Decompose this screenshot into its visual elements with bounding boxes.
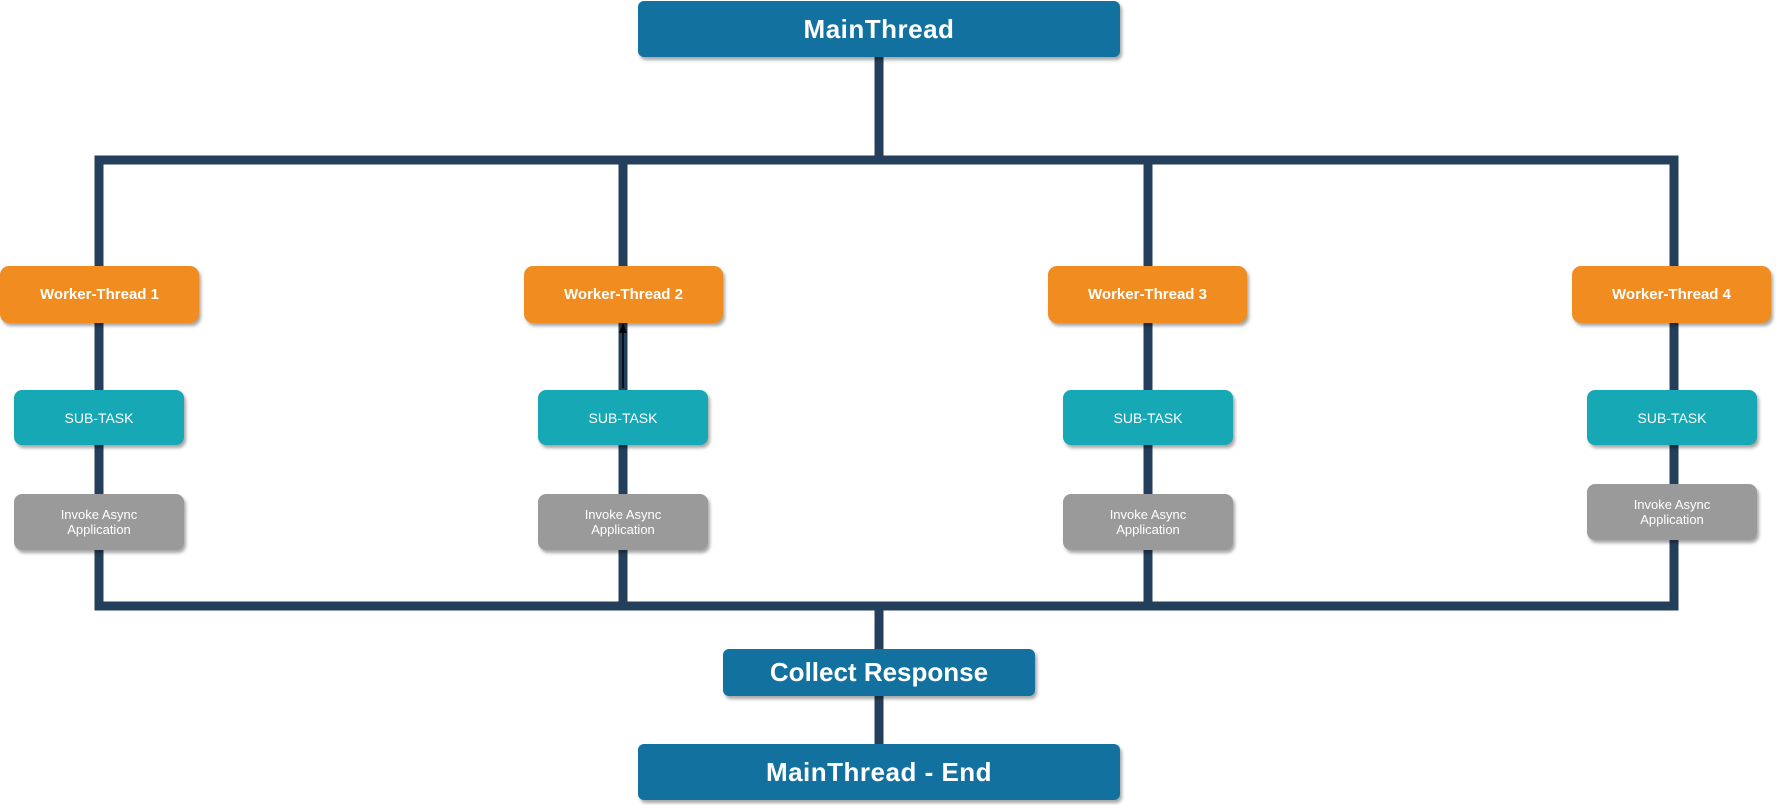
invoke-async-3-node: Invoke Async Application: [1063, 494, 1233, 550]
worker-thread-3-node: Worker-Thread 3: [1048, 266, 1247, 323]
invoke-async-1-node: Invoke Async Application: [14, 494, 184, 550]
invoke-async-4-node: Invoke Async Application: [1587, 484, 1757, 540]
worker-thread-2-node: Worker-Thread 2: [524, 266, 723, 323]
invoke-async-2-node: Invoke Async Application: [538, 494, 708, 550]
subtask-1-node: SUB-TASK: [14, 390, 184, 445]
subtask-4-node: SUB-TASK: [1587, 390, 1757, 445]
subtask-2-arrowhead: [619, 323, 627, 333]
subtask-3-node: SUB-TASK: [1063, 390, 1233, 445]
worker-thread-1-node: Worker-Thread 1: [0, 266, 199, 323]
main-thread-start-node: MainThread: [638, 1, 1120, 57]
collect-response-node: Collect Response: [723, 649, 1035, 696]
worker-thread-4-node: Worker-Thread 4: [1572, 266, 1771, 323]
subtask-2-node: SUB-TASK: [538, 390, 708, 445]
main-thread-end-node: MainThread - End: [638, 744, 1120, 800]
